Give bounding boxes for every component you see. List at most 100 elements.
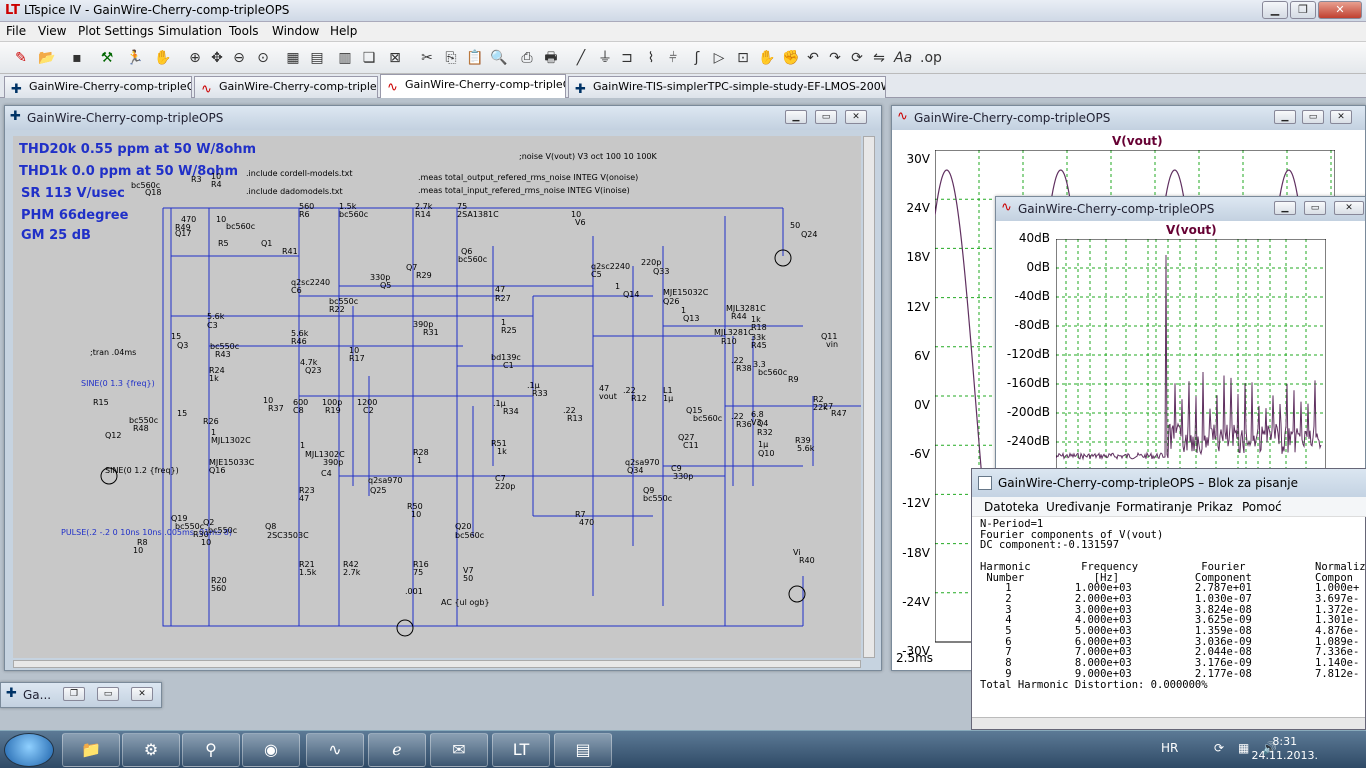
component-label[interactable]: R31 [423,328,439,337]
component-label[interactable]: R4 [211,180,222,189]
component-label[interactable]: 1 [615,282,621,291]
menu-formatiranje[interactable]: Formatiranje [1116,500,1193,514]
component-label[interactable]: 5.6k [797,444,815,453]
component-label[interactable]: R17 [349,354,365,363]
halt-icon[interactable]: ✋ [154,50,172,66]
component-label[interactable]: Q26 [663,297,680,306]
component-label[interactable]: R15 [93,398,109,407]
minimize-button[interactable]: ▁ [1274,201,1296,215]
component-label[interactable]: R26 [203,417,219,426]
minimized-window[interactable]: ✚ Ga... ❐ ▭ ✕ [0,682,162,708]
component-label[interactable]: 2.7k [415,202,433,211]
component-label[interactable]: R47 [831,409,847,418]
component-label[interactable]: 5.6k [291,329,309,338]
component-label[interactable]: R12 [631,394,647,403]
component-label[interactable]: Q1 [261,239,273,248]
restore-button[interactable]: ▭ [815,110,837,124]
component-label[interactable]: Q5 [380,281,392,290]
component-label[interactable]: bc560c [758,368,788,377]
component-label[interactable]: R45 [751,341,767,350]
component-label[interactable]: q2sc2240 [591,262,631,271]
component-label[interactable]: 33k [751,333,766,342]
component-label[interactable]: bc550c [210,342,240,351]
component-label[interactable]: Q12 [105,431,122,440]
component-label[interactable]: 560 [211,584,227,593]
menu-pomoc[interactable]: Pomoć [1242,500,1282,514]
component-label[interactable]: 10 [216,215,227,224]
pan-icon[interactable]: ✥ [211,50,223,66]
close-button[interactable]: ✕ [1334,201,1364,215]
label-icon[interactable]: ⊐ [621,50,633,66]
drag-icon[interactable]: ✊ [782,50,800,66]
restore-button[interactable]: ❐ [63,687,85,701]
zoom-out-icon[interactable]: ⊖ [233,50,245,66]
notepad-titlebar[interactable]: GainWire-Cherry-comp-tripleOPS – Blok za… [972,469,1366,497]
component-label[interactable]: bc550c [643,494,673,503]
minimize-button[interactable]: ▁ [1262,1,1288,19]
mirror-icon[interactable]: ⇋ [873,50,885,66]
component-label[interactable]: 1200 [357,398,378,407]
component-label[interactable]: 1.5k [299,568,317,577]
component-label[interactable]: q2sa970 [368,476,403,485]
ltspice-taskbar-icon[interactable]: LT [492,733,550,767]
component-label[interactable]: 2.7k [343,568,361,577]
component-label[interactable]: R43 [215,350,231,359]
fft-trace[interactable] [1056,254,1322,461]
sync-icon[interactable]: ⟳ [1214,741,1225,755]
rotate-icon[interactable]: ⟳ [851,50,863,66]
component-label[interactable]: bc560c [455,531,485,540]
maximize-button[interactable]: ❐ [1290,1,1316,19]
component-label[interactable]: R10 [721,337,737,346]
component-label[interactable]: 1k [209,374,219,383]
component-label[interactable]: V6 [575,218,586,227]
network-icon[interactable]: ▦ [1238,741,1250,755]
component-label[interactable]: bc560c [693,414,723,423]
menu-simulation[interactable]: Simulation [158,24,222,38]
open-folder-icon[interactable]: 📂 [38,50,56,66]
volume-icon[interactable]: 🔊 [1262,741,1277,755]
component-label[interactable]: R36 [736,420,752,429]
component-label[interactable]: 2SA1381C [457,210,499,219]
component-label[interactable]: MJL3281C [726,304,766,313]
component-label[interactable]: R32 [757,428,773,437]
component-label[interactable]: R46 [291,337,307,346]
component-label[interactable]: 220p [495,482,516,491]
component-label[interactable]: Q7 [406,263,418,272]
component-label[interactable]: Q11 [821,332,838,341]
component-label[interactable]: 1µ [758,440,769,449]
component-label[interactable]: R5 [218,239,229,248]
fft-window[interactable]: ∿ GainWire-Cherry-comp-tripleOPS ▁ ▭ ✕ V… [995,196,1366,482]
component-label[interactable]: 47 [495,285,506,294]
tab-schematic-1[interactable]: ✚GainWire-Cherry-comp-tripleOPS [4,76,192,98]
component-label[interactable]: bd139c [491,353,521,362]
component-label[interactable]: 5.6k [207,312,225,321]
component-label[interactable]: 47 [299,494,310,503]
component-label[interactable]: AC {ul ogb} [441,598,490,607]
component-label[interactable]: 1k [751,315,761,324]
tile-vertical-icon[interactable]: ▥ [338,50,352,66]
component-label[interactable]: 10 [349,346,360,355]
menu-tools[interactable]: Tools [229,24,259,38]
close-button[interactable]: ✕ [1318,1,1362,19]
component-label[interactable]: R21 [299,560,315,569]
component-label[interactable]: 50 [790,221,801,230]
component-label[interactable]: Vi [793,548,801,557]
component-label[interactable]: 75 [413,568,424,577]
autorange-icon[interactable]: ▦ [286,50,300,66]
component-label[interactable]: Q13 [683,314,700,323]
close-button[interactable]: ✕ [1330,110,1352,124]
component-label[interactable]: C8 [293,406,304,415]
component-label[interactable]: R19 [325,406,341,415]
voltage-source-symbol[interactable] [100,467,118,485]
menu-plot-settings[interactable]: Plot Settings [78,24,154,38]
notepad-scrollbar[interactable] [972,717,1365,729]
schematic-canvas[interactable]: THD20k 0.55 ppm at 50 W/8ohm THD1k 0.0 p… [13,136,861,658]
print-setup-icon[interactable]: ⎙ [521,50,533,66]
tab-schematic-2[interactable]: ✚GainWire-TIS-simplerTPC-simple-study-EF… [568,76,886,98]
component-label[interactable]: R38 [736,364,752,373]
component-label[interactable]: q2sc2240 [291,278,331,287]
component-label[interactable]: 1k [497,447,507,456]
component-label[interactable]: 330p [673,472,694,481]
component-icon[interactable]: ⊡ [737,50,749,66]
component-label[interactable]: Q25 [370,486,387,495]
